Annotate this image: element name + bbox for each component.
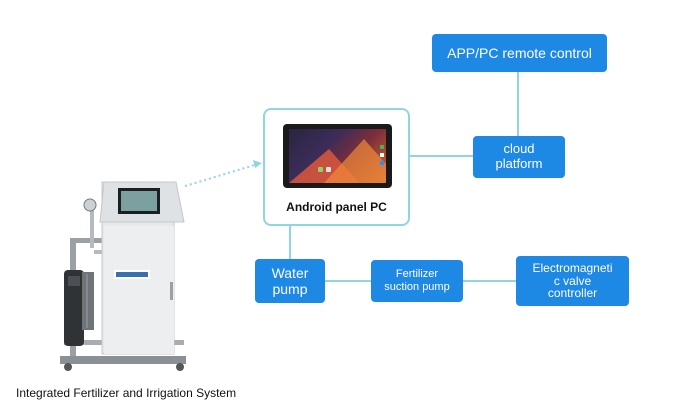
- electromagnetic-valve-controller-box: Electromagneti c valve controller: [516, 256, 629, 306]
- app-pc-remote-control-box: APP/PC remote control: [432, 34, 607, 72]
- app-pc-remote-control-label: APP/PC remote control: [447, 44, 592, 61]
- fertilizer-suction-pump-box: Fertilizer suction pump: [371, 260, 463, 302]
- fertilizer-suction-pump-label: Fertilizer suction pump: [384, 268, 450, 293]
- arrowhead-icon: [253, 160, 262, 168]
- cloud-platform-box: cloud platform: [473, 136, 565, 178]
- android-panel-label: Android panel PC: [286, 200, 387, 214]
- tablet-screen: [289, 129, 386, 183]
- system-caption: Integrated Fertilizer and Irrigation Sys…: [16, 386, 237, 400]
- android-tablet-image: [283, 124, 392, 188]
- water-pump-label: Water pump: [271, 264, 309, 297]
- cloud-platform-label: cloud platform: [495, 141, 543, 171]
- electromagnetic-valve-controller-label: Electromagneti c valve controller: [532, 261, 613, 301]
- tablet-wallpaper-icon: [289, 139, 386, 183]
- water-pump-box: Water pump: [255, 259, 325, 303]
